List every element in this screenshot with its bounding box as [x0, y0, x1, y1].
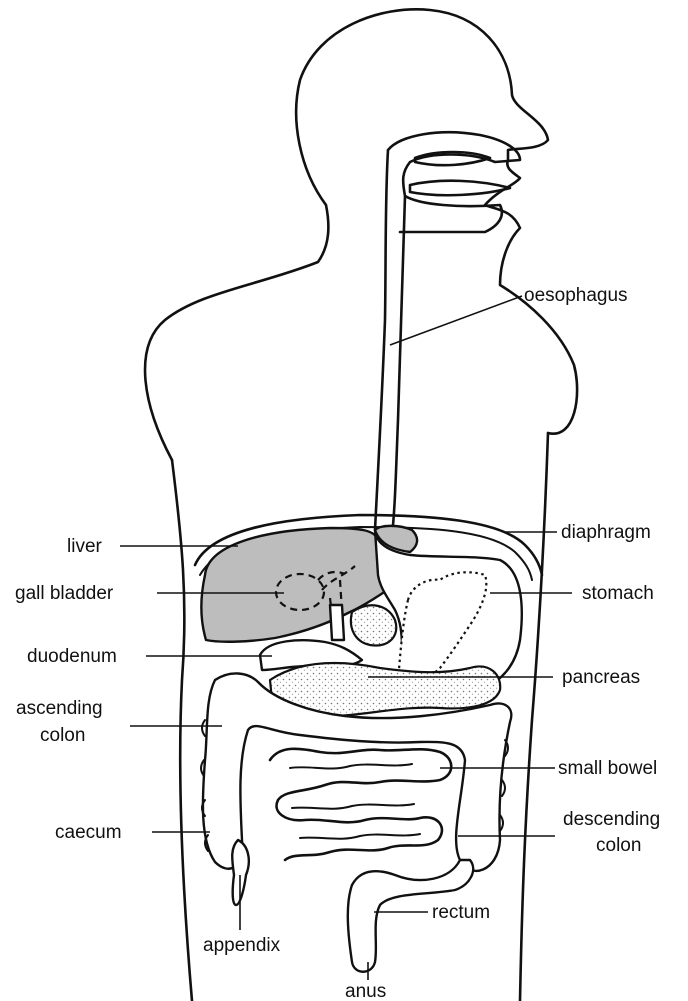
label-oesophagus: oesophagus — [524, 285, 628, 306]
label-stomach: stomach — [582, 583, 654, 604]
label-descending-colon-1: descending — [563, 809, 660, 830]
mouth-cavity — [388, 132, 520, 232]
bile-duct — [330, 605, 344, 640]
label-diaphragm: diaphragm — [561, 522, 651, 543]
labels: oesophagus diaphragm liver gall bladder … — [15, 285, 660, 1001]
label-gall-bladder: gall bladder — [15, 583, 114, 604]
label-caecum: caecum — [55, 822, 122, 843]
small-bowel — [270, 749, 451, 860]
label-appendix: appendix — [203, 935, 281, 956]
label-anus: anus — [345, 981, 386, 1001]
oesophagus — [375, 150, 405, 535]
label-duodenum: duodenum — [27, 646, 117, 667]
label-small-bowel: small bowel — [558, 758, 657, 779]
label-liver: liver — [67, 536, 103, 557]
label-descending-colon-2: colon — [596, 835, 641, 856]
label-ascending-colon-2: colon — [40, 725, 85, 746]
label-pancreas: pancreas — [562, 667, 640, 688]
pancreas-head — [351, 605, 396, 645]
label-rectum: rectum — [432, 902, 490, 923]
label-ascending-colon-1: ascending — [16, 698, 103, 719]
